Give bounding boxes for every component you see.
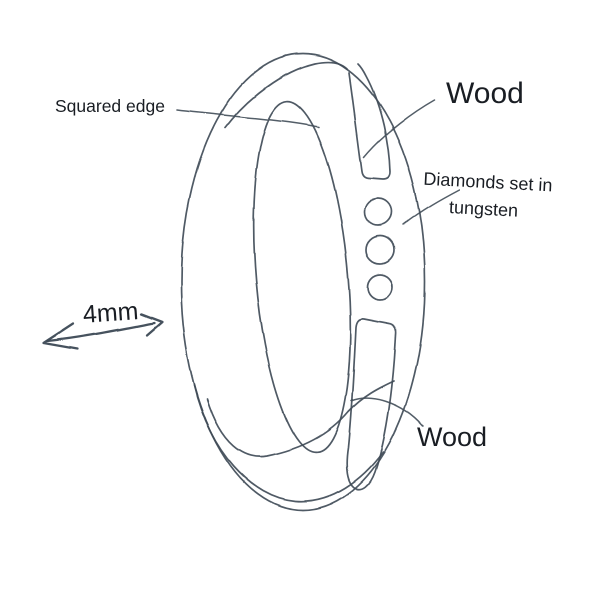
dimension-arrowhead-left <box>42 322 80 351</box>
leader-line-wood-bottom <box>350 397 424 427</box>
dimension-arrowhead-right <box>139 312 164 337</box>
ring-front-rim-top <box>224 61 348 129</box>
label-squared-edge: Squared edge <box>55 96 165 116</box>
label-diamonds-line2: tungsten <box>449 197 519 221</box>
ring-inner-front-edge <box>206 380 395 458</box>
leader-line-wood-top <box>363 99 435 158</box>
leader-line-diamonds <box>402 189 460 226</box>
ring-inner-hole <box>252 100 352 454</box>
ring-outer-edge <box>180 53 426 511</box>
wood-inlay-channel-bottom <box>345 318 397 491</box>
label-wood-bottom: Wood <box>417 422 487 452</box>
diamond-circle-1 <box>363 197 393 227</box>
annotation-labels: Squared edge Wood Diamonds set in tungst… <box>55 77 553 452</box>
label-4mm-dimension: 4mm <box>82 297 139 329</box>
label-diamonds-line1: Diamonds set in <box>423 169 553 196</box>
wood-inlay-channel-top <box>348 63 391 180</box>
label-wood-top: Wood <box>446 77 524 110</box>
ring-sketch-linework <box>42 53 460 511</box>
diamond-circle-3 <box>366 273 394 301</box>
dimension-arrow-shaft <box>46 321 156 343</box>
diamond-circle-2 <box>365 235 395 265</box>
leader-line-squared-edge <box>176 109 320 128</box>
dimension-arrow-4mm <box>42 312 164 351</box>
label-diamonds-group: Diamonds set in tungsten <box>423 169 553 221</box>
ring-front-rim-bottom <box>193 384 384 502</box>
